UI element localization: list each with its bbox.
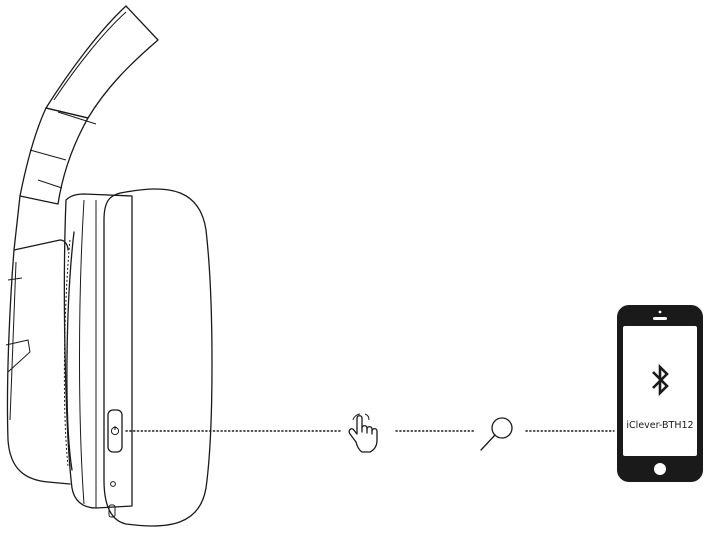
yoke — [5, 239, 71, 485]
search-magnifier-icon — [480, 417, 513, 451]
power-button[interactable] — [107, 409, 123, 453]
phone-earpiece — [653, 317, 667, 320]
headphone-illustration — [5, 5, 213, 527]
cushion-ring — [63, 231, 75, 471]
ear-pad — [103, 188, 213, 527]
charging-port — [108, 504, 116, 518]
headband — [13, 5, 159, 251]
bluetooth-icon — [652, 363, 669, 397]
press-hand-icon — [348, 413, 378, 453]
phone-camera — [658, 310, 662, 314]
status-led — [110, 481, 116, 487]
phone-home-button[interactable] — [654, 463, 666, 475]
smartphone: iClever-BTH12 — [617, 305, 703, 482]
earcup — [63, 193, 133, 509]
device-name-label: iClever-BTH12 — [626, 420, 693, 431]
